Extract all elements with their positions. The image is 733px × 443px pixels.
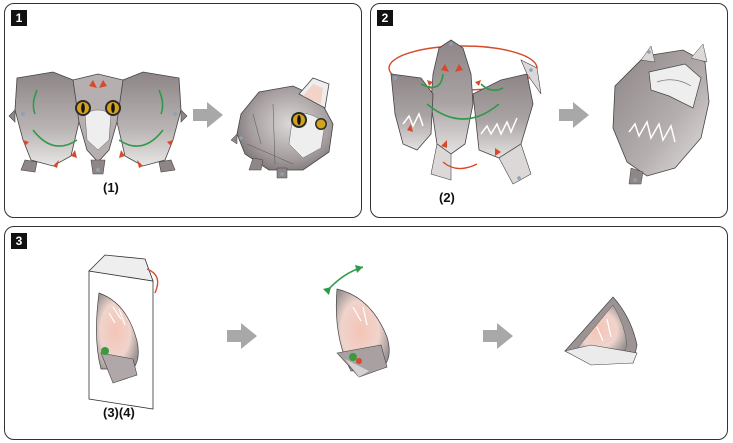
assembled-head (230, 77, 334, 179)
finished-ear (564, 296, 638, 366)
ear-template-sheet (88, 254, 159, 410)
step-3-caption: (3)(4) (103, 405, 135, 420)
step-1-caption: (1) (103, 180, 119, 195)
step-3-panel: 3 (3)(4) (4, 226, 728, 440)
step-2-panel: 2 (370, 3, 728, 218)
glue-dot-icon (101, 347, 109, 355)
step-badge-3: 3 (11, 233, 27, 249)
flow-arrow-icon (193, 102, 223, 128)
flow-arrow-icon (559, 102, 589, 128)
flow-arrow-icon (227, 323, 257, 349)
unfolded-body-template (388, 39, 542, 185)
folding-ear (323, 265, 390, 378)
step-1-panel: 1 (4, 3, 362, 218)
step-badge-2: 2 (377, 10, 393, 26)
step-2-caption: (2) (439, 190, 455, 205)
flow-arrow-icon (483, 323, 513, 349)
unfolded-head-template (8, 71, 188, 175)
assembled-body (612, 43, 710, 185)
step-badge-1: 1 (11, 10, 27, 26)
